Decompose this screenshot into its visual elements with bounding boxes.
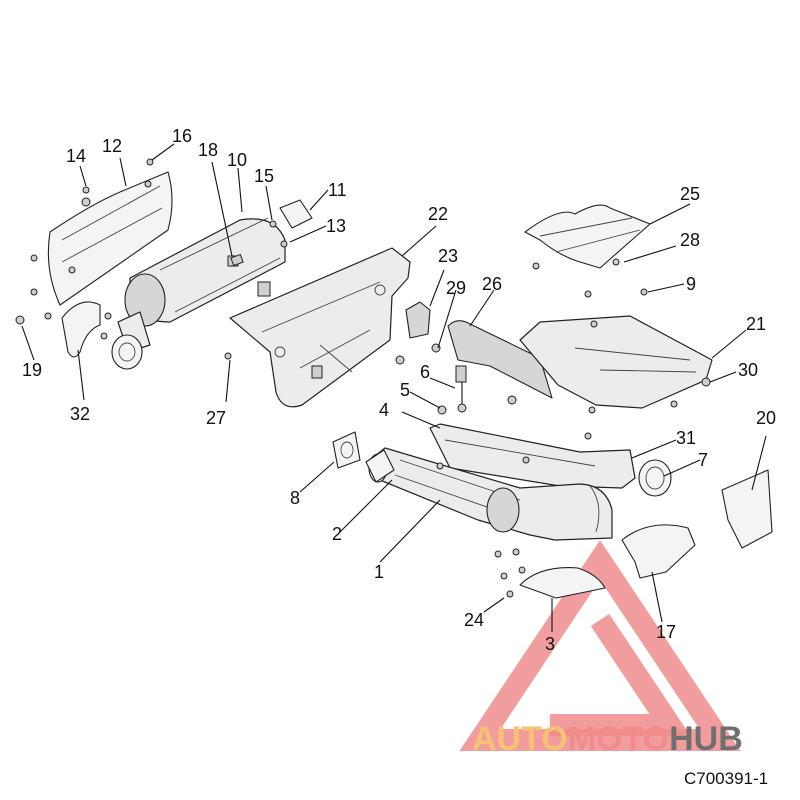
part-23-block [405, 301, 431, 339]
callout-14: 14 [66, 146, 86, 166]
callout-31: 31 [676, 428, 696, 448]
callout-19: 19 [22, 360, 42, 380]
watermark-logo [459, 540, 741, 751]
callout-3: 3 [545, 634, 555, 654]
part-18-clip [230, 253, 244, 267]
part-17-shield [621, 524, 696, 579]
part-11-bracket [279, 199, 313, 229]
callout-21: 21 [746, 314, 766, 334]
callout-13: 13 [326, 216, 346, 236]
callout-2: 2 [332, 524, 342, 544]
watermark-text-auto: AUTO [472, 720, 568, 758]
part-25-heat-shield [524, 204, 651, 269]
watermark-text: AUTOMOTOHUB [472, 720, 743, 758]
callout-24: 24 [464, 610, 484, 630]
leader-lines [21, 143, 767, 632]
callout-27: 27 [206, 408, 226, 428]
part-20-plate [721, 469, 773, 549]
callout-30: 30 [738, 360, 758, 380]
callout-9: 9 [686, 274, 696, 294]
callout-23: 23 [438, 246, 458, 266]
drawing-code: C700391-1 [684, 769, 768, 788]
callout-4: 4 [379, 400, 389, 420]
callout-16: 16 [172, 126, 192, 146]
callout-18: 18 [198, 140, 218, 160]
callout-11: 11 [328, 180, 347, 200]
part-26-heat-shield [447, 320, 553, 399]
callout-15: 15 [254, 166, 274, 186]
part-32-tip-shield [61, 301, 101, 358]
part-2-flange [365, 449, 395, 483]
part-7-gasket [638, 459, 672, 497]
callout-32: 32 [70, 404, 90, 424]
callout-1: 1 [374, 562, 384, 582]
callout-29: 29 [446, 278, 466, 298]
watermark-text-moto: MOTO [568, 720, 669, 758]
callout-17: 17 [656, 622, 676, 642]
part-12-heat-shield [47, 171, 173, 306]
watermark-text-hub: HUB [669, 720, 743, 758]
callout-12: 12 [102, 136, 122, 156]
callout-20: 20 [756, 408, 776, 428]
part-4-heat-shield [429, 423, 636, 489]
callout-6: 6 [420, 362, 430, 382]
callout-28: 28 [680, 230, 700, 250]
callout-22: 22 [428, 204, 448, 224]
callout-8: 8 [290, 488, 300, 508]
muffler-outlet [111, 311, 151, 370]
fasteners [15, 158, 711, 598]
callout-7: 7 [698, 450, 708, 470]
part-22-heat-shield [229, 247, 411, 408]
callout-labels: 1 2 3 4 5 6 7 8 9 10 11 12 13 14 15 16 1… [22, 126, 776, 654]
callout-5: 5 [400, 380, 410, 400]
part-3-bracket [519, 567, 606, 599]
callout-26: 26 [482, 274, 502, 294]
part-10-muffler [124, 217, 286, 327]
callout-10: 10 [227, 150, 247, 170]
part-8-gasket [332, 431, 361, 469]
callout-25: 25 [680, 184, 700, 204]
part-6-o2-sensor [455, 365, 467, 413]
